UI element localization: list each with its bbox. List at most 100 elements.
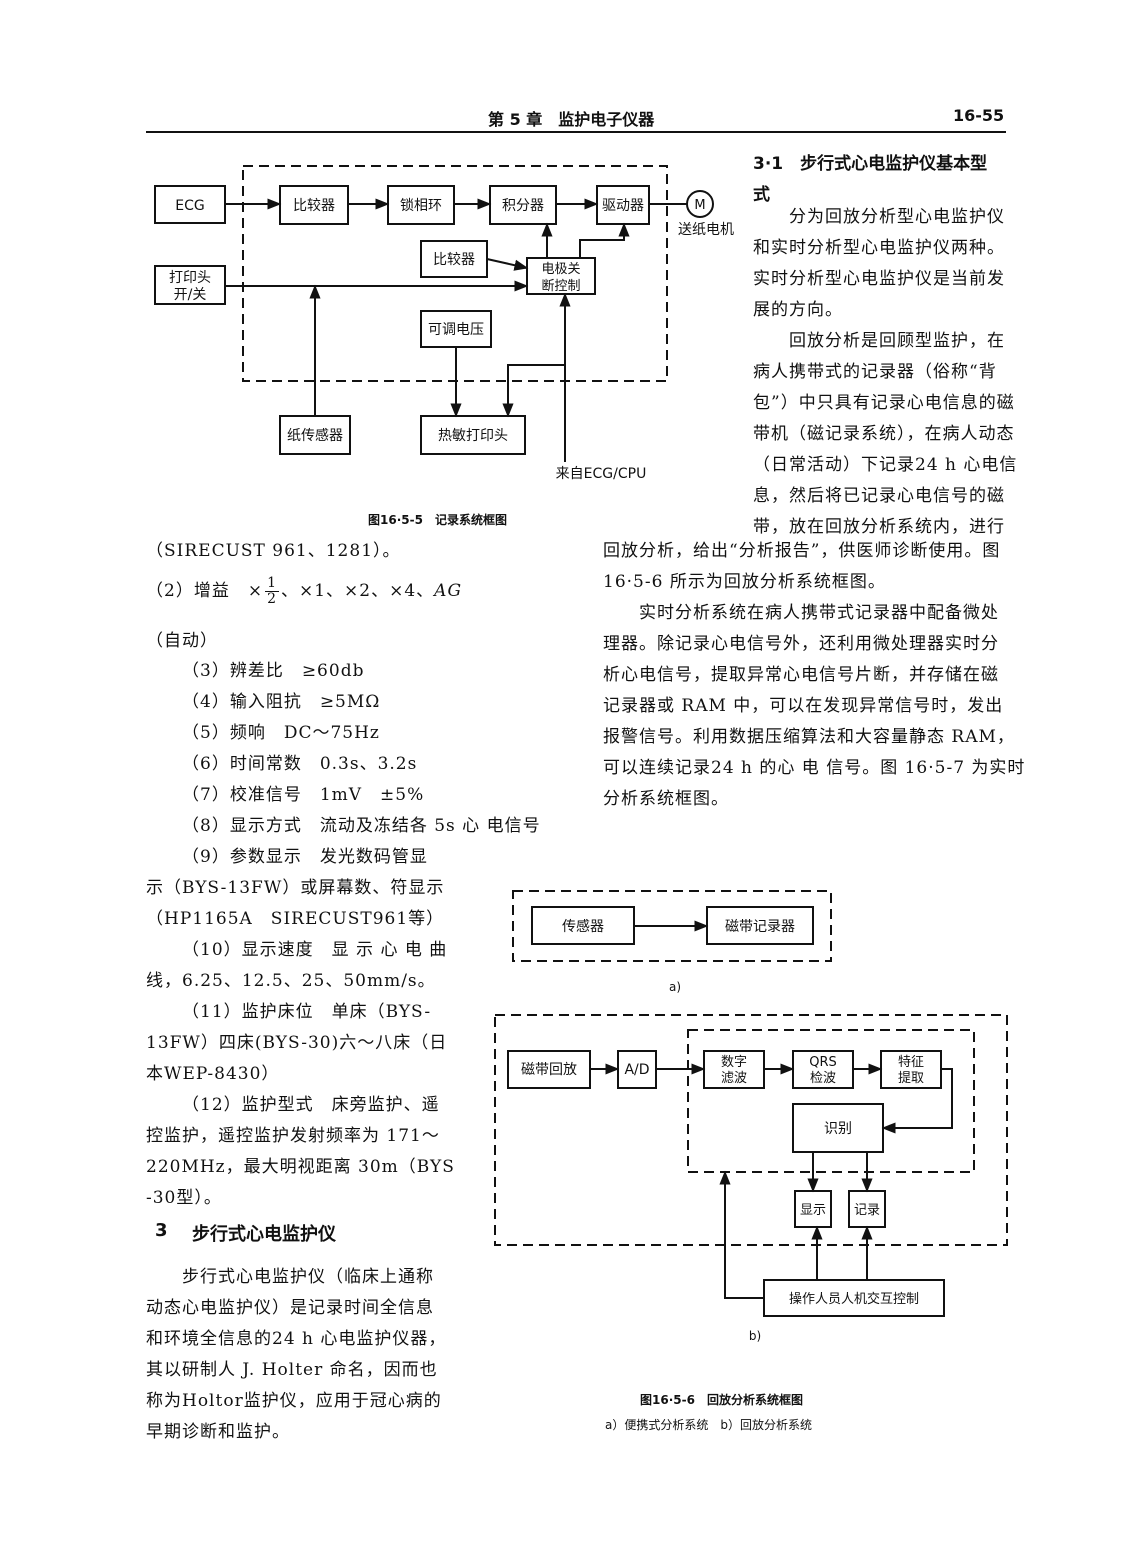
text-line: 回放分析是回顾型监护，在 <box>753 331 1005 351</box>
text-line: 分析系统框图。 <box>603 789 729 809</box>
header-rule <box>146 131 1006 133</box>
fig5-label-from-cpu: 来自ECG/CPU <box>556 466 647 482</box>
fig6b-label-digital-2: 滤波 <box>721 1071 747 1086</box>
gain-fraction-numerator: 1 <box>265 575 279 592</box>
fig5-label-driver: 驱动器 <box>602 198 644 214</box>
fig5-label-pll: 锁相环 <box>400 198 442 214</box>
fig5-box-thermal-head <box>420 415 526 455</box>
fig6b-label-digital-1: 数字 <box>721 1055 747 1070</box>
text-line: 展的方向。 <box>753 300 843 320</box>
spec-item: （12）监护型式 床旁监护、遥 <box>182 1095 440 1115</box>
gain-fraction-denominator: 2 <box>267 591 277 607</box>
spec-gain-suffix: 、×1、×2、×4、 <box>280 581 435 601</box>
subsection-heading-3-1-cont: 式 <box>753 185 770 205</box>
spec-gain-ag: AG <box>434 581 463 601</box>
spec-item: （6）时间常数 0.3s、3.2s <box>182 754 418 774</box>
text-line: 析心电信号，提取异常心电信号片断，并存储在磁 <box>603 665 999 685</box>
fig5-caption: 图16·5-5 记录系统框图 <box>368 513 507 527</box>
fig5-label-comparator-2: 比较器 <box>433 252 475 268</box>
figure-16-5-6a-diagram <box>512 890 832 962</box>
text-line: 记录器或 RAM 中，可以在发现异常信号时，发出 <box>603 696 1004 716</box>
fig6a-dashed-boundary <box>512 890 832 962</box>
spec-item: 本WEP-8430） <box>146 1064 280 1084</box>
fig5-label-printhead-2: 开/关 <box>174 287 207 303</box>
left-line-0: （SIRECUST 961、1281）。 <box>146 541 401 561</box>
figure-16-5-5-diagram <box>154 165 714 462</box>
text-line: 分为回放分析型心电监护仪 <box>753 207 1005 227</box>
right-column-narrow-text: 分为回放分析型心电监护仪 和实时分析型心电监护仪两种。 实时分析型心电监护仪是当… <box>753 202 1017 543</box>
spec-item: （8）显示方式 流动及冻结各 5s 心 电信号 <box>182 816 541 836</box>
text-line: 实时分析型心电监护仪是当前发 <box>753 269 1005 289</box>
fig6-caption: 图16·5-6 回放分析系统框图 <box>640 1393 803 1407</box>
fig6b-label-display: 显示 <box>800 1203 826 1218</box>
fig5-label-paper-sensor: 纸传感器 <box>287 427 343 444</box>
fig5-label-thermal-head: 热敏打印头 <box>438 427 508 444</box>
spec-item: （7）校准信号 1mV ±5% <box>182 785 425 805</box>
page-number: 16-55 <box>953 106 1005 125</box>
fig6b-label-feature-1: 特征 <box>898 1055 924 1070</box>
fig5-label-integrator: 积分器 <box>502 198 544 214</box>
figure-16-5-6a-labels: 传感器 磁带记录器 a) <box>562 918 795 994</box>
section-number: 3 <box>155 1220 168 1241</box>
text-line: 和实时分析型心电监护仪两种。 <box>753 238 1005 258</box>
spec-item: 13FW）四床(BYS-30)六～八床（日 <box>146 1033 448 1053</box>
text-line: 16·5-6 所示为回放分析系统框图。 <box>603 572 886 592</box>
fig5-label-ecg: ECG <box>175 198 204 214</box>
text-line: 病人携带式的记录器（俗称“背 <box>753 362 997 382</box>
fig5-label-motor-symbol: M <box>694 198 705 213</box>
spec-item: （11）监护床位 单床（BYS- <box>182 1002 432 1022</box>
spec-item: 线，6.25、12.5、25、50mm/s。 <box>146 971 436 991</box>
spec-gain-auto: （自动） <box>146 631 218 651</box>
fig5-label-printhead-1: 打印头 <box>169 269 211 286</box>
fig5-label-comparator-1: 比较器 <box>293 198 335 214</box>
fig5-label-control-2: 断控制 <box>541 279 580 294</box>
fig5-label-adj-voltage: 可调电压 <box>428 322 484 338</box>
spec-item: （9）参数显示 发光数码管显 <box>182 847 428 867</box>
spec-item: （5）频响 DC～75Hz <box>182 723 380 743</box>
spec-gain-prefix: （2）增益 × <box>146 581 264 601</box>
text-line: 早期诊断和监护。 <box>146 1422 290 1442</box>
fig6b-label-qrs-2: 检波 <box>810 1071 836 1086</box>
fig6b-label-operator: 操作人员人机交互控制 <box>789 1291 919 1307</box>
spec-item: -30型）。 <box>146 1188 222 1208</box>
fig6a-label-sensor: 传感器 <box>562 918 604 935</box>
figure-16-5-6b-diagram <box>494 1014 1008 1317</box>
text-line: 实时分析系统在病人携带式记录器中配备微处 <box>603 603 999 623</box>
figure-16-5-5-labels: ECG 比较器 锁相环 积分器 驱动器 M 送纸电机 打印头 开/关 比较器 电… <box>169 198 734 482</box>
text-line: （日常活动）下记录24 h 心电信 <box>753 455 1018 475</box>
fig6b-sublabel: b) <box>749 1329 761 1343</box>
fig6-subcaption: a）便携式分析系统 b）回放分析系统 <box>605 1418 812 1432</box>
text-line: 包”）中只具有记录心电信息的磁 <box>753 393 1015 413</box>
fig6b-label-record: 记录 <box>854 1203 880 1218</box>
fig6b-label-tape-playback: 磁带回放 <box>521 1062 577 1078</box>
fig6a-sublabel: a) <box>669 980 681 994</box>
spec-item: （3）辨差比 ≥60db <box>182 661 365 681</box>
fig6b-inner-dashed-boundary <box>687 1029 975 1173</box>
spec-item: 示（BYS-13FW）或屏幕数、符显示 <box>146 878 445 898</box>
spec-item: （10）显示速度 显 示 心 电 曲 <box>182 940 448 960</box>
spec-item: 控监护，遥控监护发射频率为 171～ <box>146 1126 440 1146</box>
fig6b-label-feature-2: 提取 <box>898 1070 924 1086</box>
fig6b-label-qrs-1: QRS <box>809 1055 837 1070</box>
text-line: 回放分析，给出“分析报告”，供医师诊断使用。图 <box>603 541 1001 561</box>
figure-16-5-6b-labels: 磁带回放 A/D 数字 滤波 QRS 检波 特征 提取 识别 显示 记录 操作人… <box>521 1055 924 1343</box>
subsection-heading-3-1: 3·1 步行式心电监护仪基本型 <box>753 154 988 174</box>
spec-list: （3）辨差比 ≥60db （4）输入阻抗 ≥5MΩ （5）频响 DC～75Hz … <box>146 656 541 1214</box>
fig6b-outer-dashed-boundary <box>494 1014 1008 1246</box>
spec-item: 220MHz，最大明视距离 30m（BYS <box>146 1157 455 1177</box>
section-title: 步行式心电监护仪 <box>192 1224 336 1245</box>
fig6b-label-ad: A/D <box>624 1062 649 1078</box>
spec-item: （4）输入阻抗 ≥5MΩ <box>182 692 381 712</box>
section-3-body: 步行式心电监护仪（临床上通称 动态心电监护仪）是记录时间全信息 和环境全信息的2… <box>146 1262 446 1448</box>
text-line: 带机（磁记录系统），在病人动态 <box>753 424 1015 444</box>
fig5-label-motor: 送纸电机 <box>678 222 734 238</box>
right-column-wide-text: 回放分析，给出“分析报告”，供医师诊断使用。图 16·5-6 所示为回放分析系统… <box>603 536 1025 815</box>
spec-item: （HP1165A SIRECUST961等） <box>146 909 445 929</box>
running-header: 第 5 章 监护电子仪器 <box>488 110 655 129</box>
text-line: 可以连续记录24 h 的心 电 信号。图 16·5-7 为实时 <box>603 758 1026 778</box>
fig6b-label-recognize: 识别 <box>824 1121 852 1137</box>
fig6a-label-tape-recorder: 磁带记录器 <box>725 919 795 935</box>
